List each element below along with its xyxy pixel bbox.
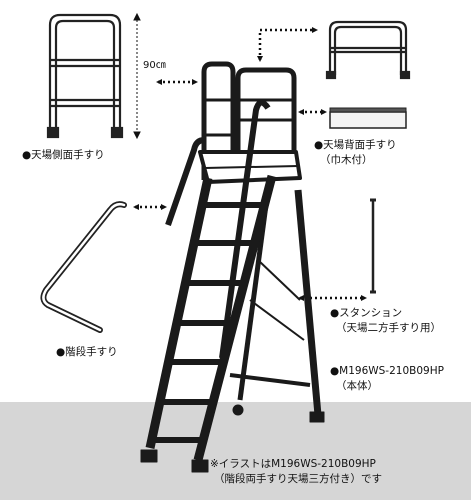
stair-rail-label: ●階段手すり [56,346,118,358]
illustration-note-sub: （階段両手すり天場三方付き）です [214,473,382,485]
side-rail-label: ●天場側面手すり [22,149,105,161]
illustration-note: ※イラストはM196WS-210B09HP [210,458,376,470]
floor [0,402,471,500]
back-rail-illustration [325,20,411,80]
stanchion-illustration [370,198,376,294]
kickplate-illustration [329,107,407,129]
back-rail-sublabel: （巾木付） [320,154,373,166]
step-ladder-body [140,61,325,473]
body-model-label: ●M196WS-210B09HP [330,365,444,377]
back-rail-label: ●天場背面手すり [314,139,397,151]
height-dimension-label: 90㎝ [143,60,166,71]
body-model-sublabel: （本体） [336,380,378,392]
stair-handrail-illustration [40,201,127,333]
stanchion-sublabel: （天場二方手すり用） [336,322,441,334]
side-rail-illustration [46,13,124,139]
height-dimension [133,12,141,140]
stanchion-label: ●スタンション [330,307,403,319]
